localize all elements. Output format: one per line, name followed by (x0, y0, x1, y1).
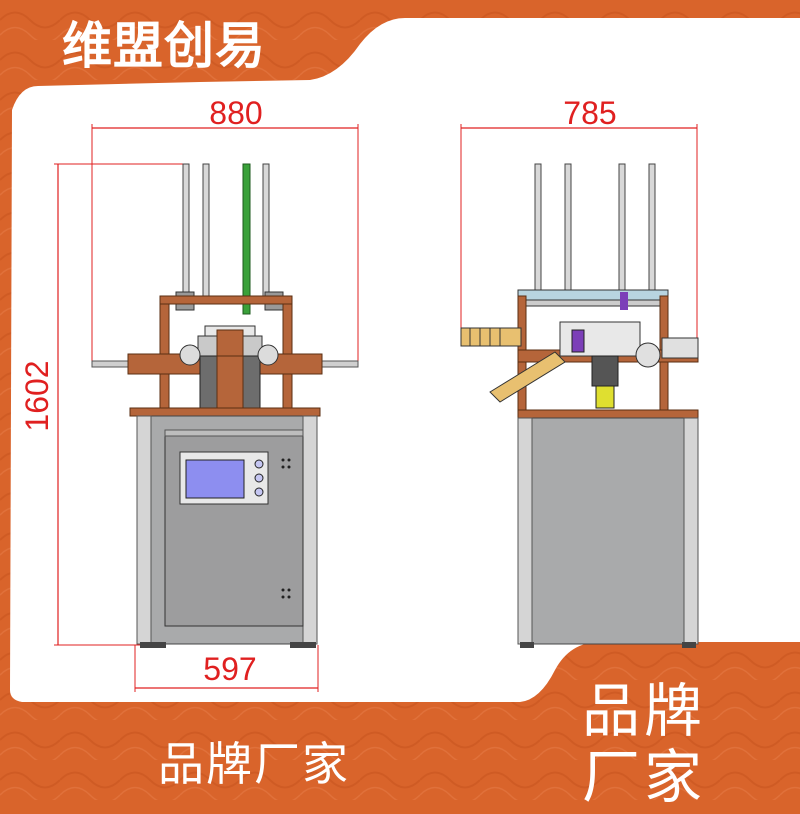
dim-base-width: 597 (203, 651, 256, 687)
dim-front-width: 880 (209, 95, 262, 131)
side-view: 785 (460, 95, 699, 648)
front-view: 880 1602 597 (19, 95, 359, 692)
dim-side-width: 785 (563, 95, 616, 131)
brand-slogan-left: 品牌厂家 (158, 737, 350, 791)
brand-slogan-right-line1: 品牌 (582, 677, 707, 745)
dim-height: 1602 (19, 360, 55, 431)
brand-title: 维盟创易 (62, 17, 266, 75)
brand-slogan-right-line2: 厂家 (582, 743, 707, 811)
